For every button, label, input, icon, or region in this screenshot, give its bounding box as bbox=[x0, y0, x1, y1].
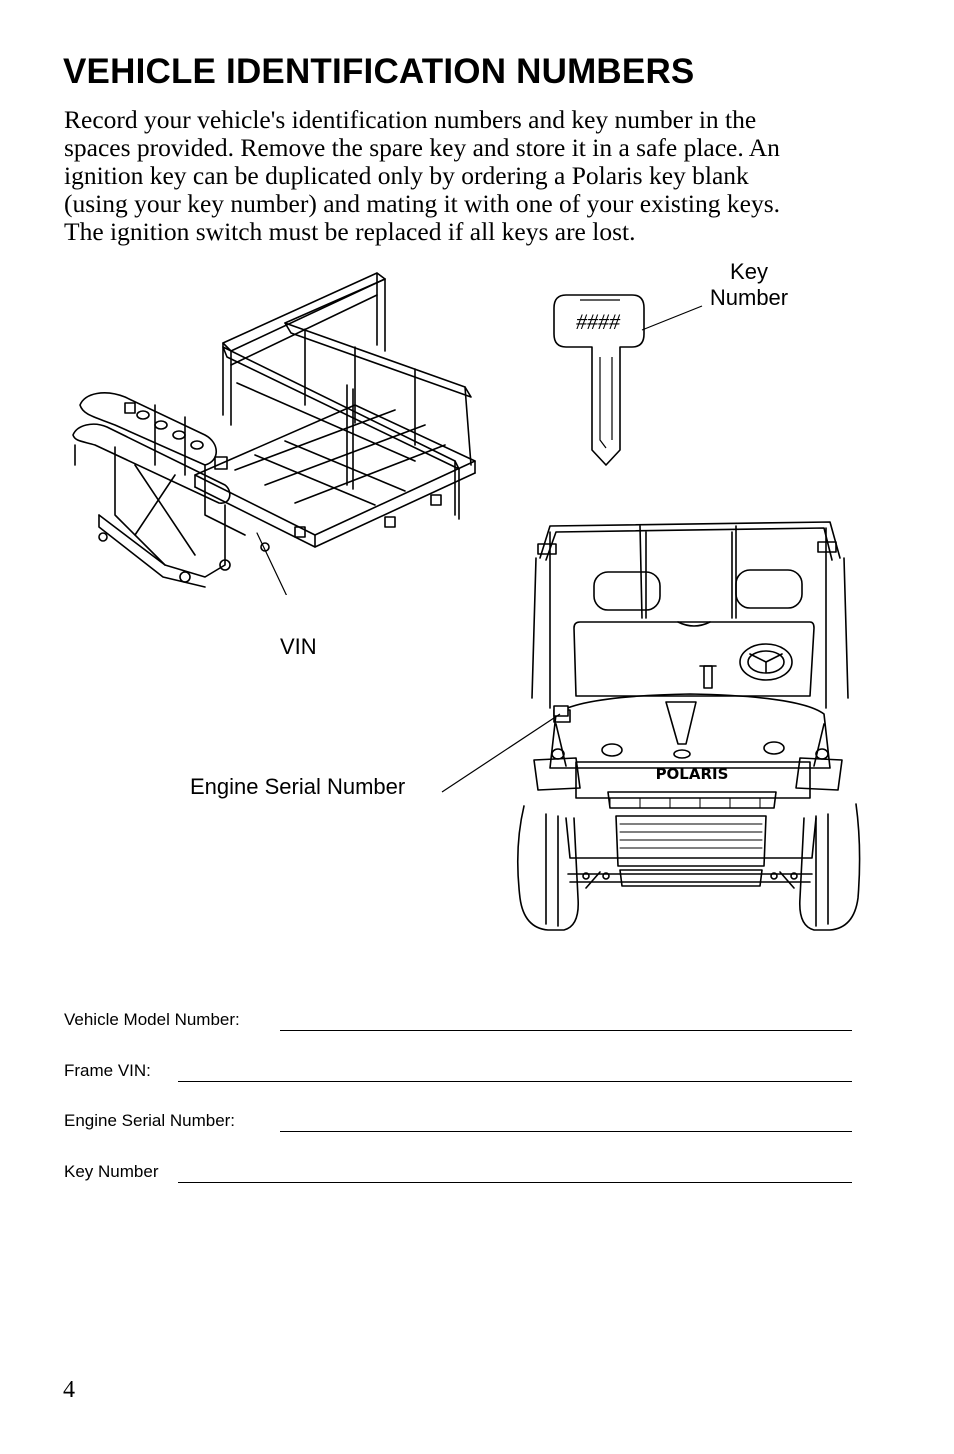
model-number-field[interactable] bbox=[280, 1016, 852, 1031]
key-number-field[interactable] bbox=[178, 1168, 852, 1183]
field-label-vin: Frame VIN: bbox=[64, 1061, 151, 1080]
key-number-label-line: Number bbox=[709, 285, 789, 310]
intro-line: spaces provided. Remove the spare key an… bbox=[64, 133, 780, 162]
vehicle-front-illustration: POLARIS bbox=[516, 521, 861, 931]
intro-line: Record your vehicle's identification num… bbox=[64, 105, 757, 134]
page-number: 4 bbox=[63, 1377, 75, 1403]
key-number-label-line: Key bbox=[730, 259, 768, 284]
field-label-engine: Engine Serial Number: bbox=[64, 1111, 236, 1130]
engine-serial-leader-line bbox=[441, 713, 561, 793]
intro-line: The ignition switch must be replaced if … bbox=[64, 217, 636, 246]
intro-line: ignition key can be duplicated only by o… bbox=[64, 161, 749, 190]
key-icon bbox=[553, 294, 703, 466]
frame-vin-field[interactable] bbox=[178, 1067, 852, 1082]
brand-logo: POLARIS bbox=[656, 765, 729, 783]
vin-label: VIN bbox=[280, 634, 317, 659]
intro-paragraph: Record your vehicle's identification num… bbox=[64, 106, 864, 246]
key-number-label: Key Number bbox=[703, 259, 795, 311]
engine-serial-label: Engine Serial Number bbox=[190, 774, 406, 799]
frame-illustration bbox=[72, 272, 476, 595]
key-engraving: #### bbox=[576, 309, 620, 334]
intro-line: (using your key number) and mating it wi… bbox=[64, 189, 781, 218]
engine-serial-field[interactable] bbox=[280, 1117, 852, 1132]
field-label-key: Key Number bbox=[64, 1162, 159, 1181]
page-title: VEHICLE IDENTIFICATION NUMBERS bbox=[63, 52, 695, 91]
field-label-model: Vehicle Model Number: bbox=[64, 1010, 240, 1029]
